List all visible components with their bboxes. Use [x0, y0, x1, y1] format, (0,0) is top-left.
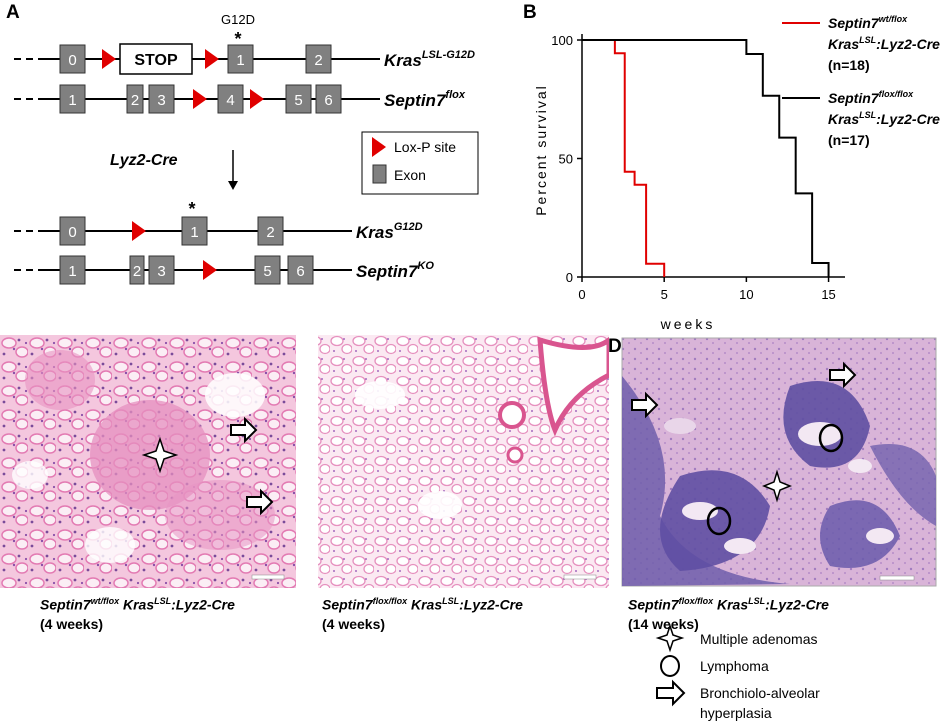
loxp-legend-icon: [372, 137, 386, 157]
caption-c-left: Septin7wt/flox KrasLSL:Lyz2-Cre: [40, 596, 235, 613]
panel-label-d: D: [608, 336, 622, 357]
loxp-site-icon: [203, 260, 217, 280]
cre-label: Lyz2-Cre: [110, 152, 178, 169]
construct-legend: [361, 131, 479, 195]
legend-series-1-line2: KrasLSL:Lyz2-Cre: [828, 35, 940, 52]
mutation-star: *: [188, 199, 195, 219]
y-tick-label: 0: [566, 270, 573, 285]
exon-label: 3: [157, 92, 165, 109]
caption-d: Septin7flox/flox KrasLSL:Lyz2-Cre: [628, 596, 829, 613]
chart-axes: 0 50 100 0 5 10 15: [551, 33, 845, 302]
legend-lymphoma-label: Lymphoma: [700, 658, 769, 674]
survival-curve-2: [582, 39, 830, 277]
survival-chart: 0 50 100 0 5 10 15 Percent survival weeks Sept…: [533, 14, 940, 332]
exon-label: 0: [68, 224, 76, 241]
caption-d-time: (14 weeks): [628, 616, 699, 632]
x-tick-label: 0: [578, 287, 585, 302]
legend-hyperplasia-label-2: hyperplasia: [700, 705, 772, 721]
hyperplasia-arrow-icon: [631, 391, 659, 419]
legend-lox-label: Lox-P site: [394, 139, 456, 155]
hyperplasia-arrow-icon: [246, 488, 274, 516]
survival-curve-1: [582, 39, 666, 277]
stop-cassette-label: STOP: [134, 52, 178, 69]
adenoma-legend-icon: [655, 623, 685, 653]
histology-image-c-right: [318, 335, 609, 588]
x-tick-label: 15: [821, 287, 835, 302]
lymphoma-circle-icon: [706, 506, 732, 536]
exon-label: 1: [236, 52, 244, 69]
adenoma-star-icon: [761, 469, 793, 503]
exon-label: 1: [190, 224, 198, 241]
g12d-label: G12D: [221, 12, 255, 27]
exon-label: 1: [68, 263, 76, 280]
exon-label: 2: [266, 224, 274, 241]
exon-label: 6: [324, 92, 332, 109]
legend-series-2-n: (n=17): [828, 132, 870, 148]
exon-label: 6: [296, 263, 304, 280]
exon-label: 1: [68, 92, 76, 109]
exon-label: 5: [294, 92, 302, 109]
loxp-site-icon: [102, 49, 116, 69]
exon-label: 4: [226, 92, 234, 109]
chart-series: [582, 39, 830, 277]
histology-panel-c: [0, 335, 609, 588]
y-tick-label: 100: [551, 33, 573, 48]
lymphoma-legend-icon: [660, 655, 680, 677]
x-tick-label: 5: [661, 287, 668, 302]
x-tick-label: 10: [739, 287, 753, 302]
kras-lsl-row: 0 STOP G12D * 1 2 KrasLSL-G12D: [14, 12, 475, 75]
panel-label-a: A: [6, 2, 20, 23]
gene-label: KrasLSL-G12D: [384, 49, 475, 70]
histology-image-d: [621, 337, 937, 587]
kras-g12d-row: 0 * 1 2 KrasG12D: [14, 199, 423, 246]
gene-label: Septin7flox: [384, 89, 466, 110]
gene-label: KrasG12D: [356, 221, 423, 242]
septin-ko-row: 1 2 3 5 6 Septin7KO: [14, 255, 434, 285]
caption-c-right-time: (4 weeks): [322, 616, 386, 632]
exon-label: 3: [157, 263, 165, 280]
y-axis-label: Percent survival: [533, 84, 549, 216]
loxp-site-icon: [193, 89, 207, 109]
legend-adenoma-label: Multiple adenomas: [700, 631, 818, 647]
adenoma-star-icon: [141, 436, 179, 474]
exon-label: 2: [131, 92, 139, 109]
exon-label: 0: [68, 52, 76, 69]
loxp-site-icon: [205, 49, 219, 69]
loxp-site-icon: [132, 221, 146, 241]
mutation-star: *: [234, 29, 241, 49]
panel-label-b: B: [523, 2, 537, 23]
legend-series-1-n: (n=18): [828, 57, 870, 73]
construct-diagram: 0 STOP G12D * 1 2 KrasLSL-G12D 1 2 3 4 5…: [14, 12, 479, 285]
legend-hyperplasia-label-1: Bronchiolo-alveolar: [700, 685, 820, 701]
lymphoma-circle-icon: [818, 423, 844, 453]
septin-flox-row: 1 2 3 4 5 6 Septin7flox: [14, 84, 466, 114]
histology-image-c-left: [0, 335, 296, 588]
legend-exon-label: Exon: [394, 167, 426, 183]
hyperplasia-legend-icon: [656, 679, 686, 707]
hyperplasia-arrow-icon: [829, 361, 857, 389]
hyperplasia-arrow-icon: [230, 416, 258, 444]
legend-series-1-line1: Septin7wt/flox: [828, 14, 908, 31]
exon-label: 2: [133, 263, 141, 280]
exon-label: 2: [314, 52, 322, 69]
y-tick-label: 50: [559, 152, 573, 167]
exon-legend-icon: [372, 164, 387, 184]
x-axis-label: weeks: [660, 316, 716, 332]
chart-legend: Septin7wt/flox KrasLSL:Lyz2-Cre (n=18) S…: [782, 14, 940, 148]
legend-series-2-line1: Septin7flox/flox: [828, 89, 914, 106]
histology-legend: Multiple adenomas Lymphoma Bronchiolo-al…: [655, 623, 820, 721]
legend-series-2-line2: KrasLSL:Lyz2-Cre: [828, 110, 940, 127]
exon-label: 5: [263, 263, 271, 280]
caption-c-left-time: (4 weeks): [40, 616, 104, 632]
arrow-down-icon: [228, 181, 238, 190]
gene-label: Septin7KO: [356, 260, 434, 281]
caption-c-right: Septin7flox/flox KrasLSL:Lyz2-Cre: [322, 596, 523, 613]
loxp-site-icon: [250, 89, 264, 109]
